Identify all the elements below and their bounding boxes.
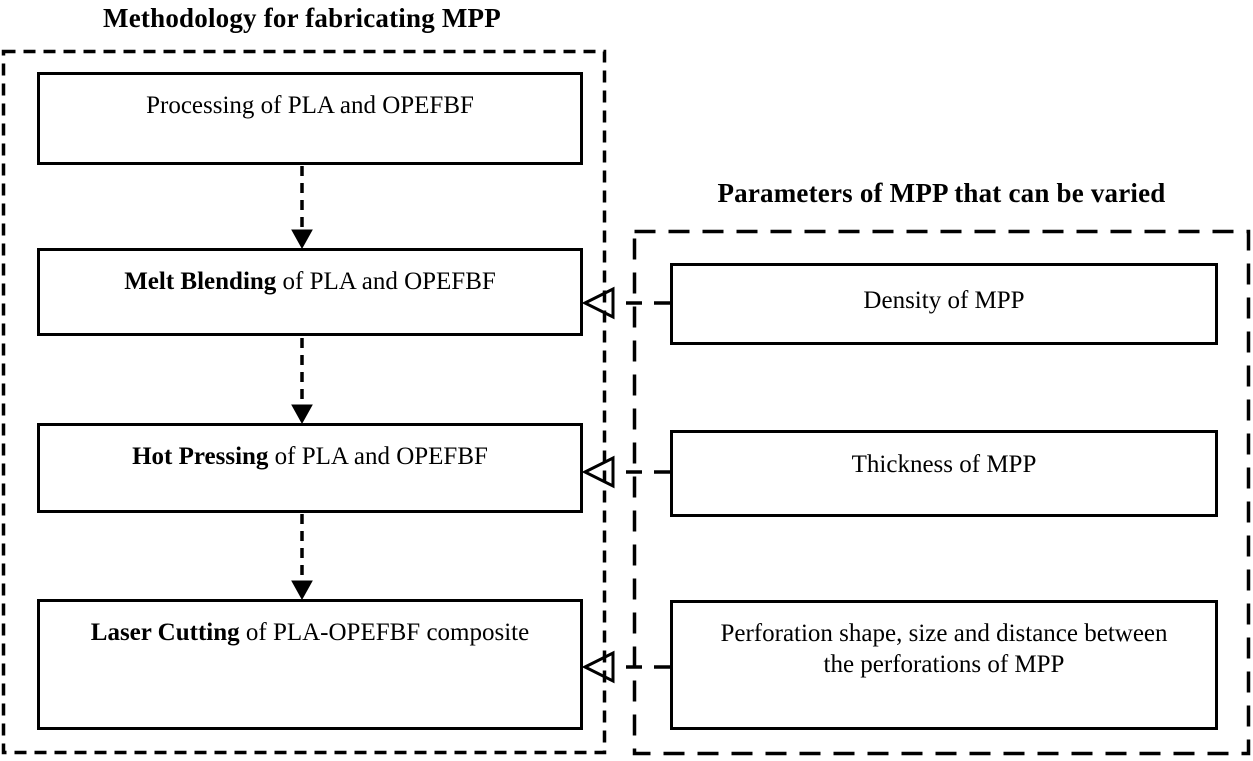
arrow-perforation-to-laser-cutting <box>581 650 670 684</box>
parameter-label: Density of MPP <box>863 287 1025 314</box>
step-box-hot-pressing: Hot Pressing of PLA and OPEFBF <box>37 423 583 513</box>
methodology-title: Methodology for fabricating MPP <box>103 3 501 33</box>
arrow-density-to-melt-blending <box>581 286 670 320</box>
step-box-processing: Processing of PLA and OPEFBF <box>37 72 583 165</box>
parameter-box-thickness: Thickness of MPP <box>670 430 1218 517</box>
step-label: Processing of PLA and OPEFBF <box>146 92 474 119</box>
parameters-title: Parameters of MPP that can be varied <box>717 178 1166 208</box>
arrow-thickness-to-hot-pressing <box>581 455 670 489</box>
step-box-laser-cutting: Laser Cutting of PLA-OPEFBF composite <box>37 599 583 730</box>
step-box-melt-blending: Melt Blending of PLA and OPEFBF <box>37 248 583 336</box>
step-label: Laser Cutting of PLA-OPEFBF composite <box>90 619 530 646</box>
step-label: Hot Pressing of PLA and OPEFBF <box>132 443 488 470</box>
parameters-container-border <box>632 229 1251 756</box>
methodology-container-border <box>1 49 607 755</box>
arrow-processing-to-melt-blending <box>291 166 313 250</box>
step-label: Melt Blending of PLA and OPEFBF <box>124 268 496 295</box>
parameter-label: Perforation shape, size and distance bet… <box>720 620 1168 679</box>
arrow-hot-pressing-to-laser-cutting <box>291 514 313 601</box>
parameter-label: Thickness of MPP <box>851 451 1037 478</box>
arrow-melt-blending-to-hot-pressing <box>291 338 313 425</box>
parameter-box-perforation: Perforation shape, size and distance bet… <box>670 600 1218 730</box>
parameter-box-density: Density of MPP <box>670 263 1218 345</box>
